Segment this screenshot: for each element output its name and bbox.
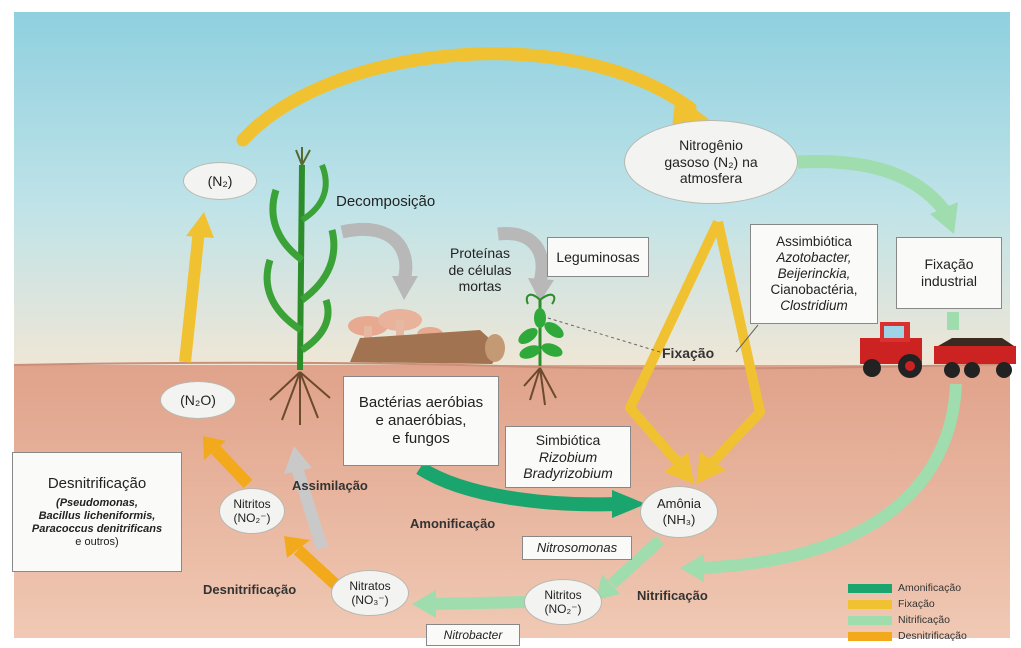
nitritos-left-line-1: Nitritos (233, 497, 270, 511)
n2o-label: (N₂O) (180, 392, 216, 409)
proteinas-line-1: Proteínas (450, 245, 510, 262)
nitratos-line-2: (NO₃⁻) (351, 593, 388, 607)
desnitrificacao-box: Desnitrificação (Pseudomonas, Bacillus l… (12, 452, 182, 572)
desnitrificacao-label: Desnitrificação (203, 582, 296, 597)
nitratos-node: Nitratos (NO₃⁻) (331, 570, 409, 616)
nitrobacter-box: Nitrobacter (426, 624, 520, 646)
fixacao-industrial-line-2: industrial (921, 273, 977, 290)
n2o-node: (N₂O) (160, 381, 236, 419)
legend-item-amonificacao: Amonificação (848, 581, 961, 595)
nitritos-left-node: Nitritos (NO₂⁻) (219, 488, 285, 534)
nitratos-line-1: Nitratos (349, 579, 390, 593)
n2-atmosphere-line-2: gasoso (N₂) na (664, 154, 757, 171)
assimbiotica-organism-3: Cianobactéria, (770, 282, 857, 298)
nitritos-bottom-line-1: Nitritos (544, 588, 581, 602)
fixacao-industrial-line-1: Fixação (924, 256, 973, 273)
desnitrificacao-organism-4: e outros) (75, 536, 118, 549)
legend-swatch-amonificacao (848, 584, 892, 593)
legend-swatch-fixacao (848, 600, 892, 609)
decomposicao-label: Decomposição (336, 193, 435, 210)
amonificacao-label: Amonificação (410, 516, 495, 531)
desnitrificacao-organism-1: (Pseudomonas, (56, 497, 138, 510)
simbiotica-box: Simbiótica Rizobium Bradyrizobium (505, 426, 631, 488)
simbiotica-organism-1: Rizobium (539, 449, 597, 466)
legend-swatch-nitrificacao (848, 616, 892, 625)
n2-atmosphere-line-3: atmosfera (680, 170, 742, 187)
legend-item-desnitrificacao: Desnitrificação (848, 629, 967, 643)
nitritos-bottom-line-2: (NO₂⁻) (545, 602, 582, 616)
simbiotica-title: Simbiótica (536, 432, 601, 449)
proteinas-line-2: de células (448, 262, 511, 279)
fixacao-label: Fixação (662, 345, 714, 361)
n2-atmosphere-line-1: Nitrogênio (679, 137, 743, 154)
assimbiotica-organism-1: Azotobacter, (776, 250, 851, 266)
nitritos-to-nitratos-arrow (432, 602, 525, 604)
proteinas-line-3: mortas (459, 278, 502, 295)
nitritos-left-line-2: (NO₂⁻) (234, 511, 271, 525)
legend-item-fixacao: Fixação (848, 597, 935, 611)
assimbiotica-organism-2: Beijerinckia, (778, 266, 851, 282)
bacterias-line-3: e fungos (392, 430, 450, 448)
legend-item-nitrificacao: Nitrificação (848, 613, 950, 627)
simbiotica-organism-2: Bradyrizobium (523, 465, 612, 482)
amonia-node: Amônia (NH₃) (640, 486, 718, 538)
leguminosas-box: Leguminosas (547, 237, 649, 277)
nitrosomonas-box: Nitrosomonas (522, 536, 632, 560)
bacterias-line-1: Bactérias aeróbias (359, 394, 483, 412)
legend-label-amonificacao: Amonificação (898, 582, 961, 594)
assimbiotica-box: Assimbiótica Azotobacter, Beijerinckia, … (750, 224, 878, 324)
trailer-icon (934, 338, 1016, 378)
amonia-line-1: Amônia (657, 496, 701, 512)
nitrobacter-label: Nitrobacter (444, 628, 503, 642)
fixacao-industrial-box: Fixação industrial (896, 237, 1002, 309)
nitrosomonas-label: Nitrosomonas (537, 540, 617, 556)
desnitrificacao-organism-3: Paracoccus denitrificans (32, 523, 162, 536)
desnitrificacao-organism-2: Bacillus licheniformis, (39, 510, 156, 523)
leguminosas-label: Leguminosas (556, 249, 639, 266)
desnitrificacao-box-title: Desnitrificação (48, 475, 146, 493)
legend-swatch-desnitrificacao (848, 632, 892, 641)
amonia-line-2: (NH₃) (663, 512, 696, 528)
nitrificacao-label: Nitrificação (637, 588, 708, 603)
nitritos-bottom-node: Nitritos (NO₂⁻) (524, 579, 602, 625)
bacterias-box: Bactérias aeróbias e anaeróbias, e fungo… (343, 376, 499, 466)
bacterias-line-2: e anaeróbias, (376, 412, 467, 430)
n2-label: (N₂) (208, 173, 233, 190)
n2-node: (N₂) (183, 162, 257, 200)
legend-label-desnitrificacao: Desnitrificação (898, 630, 967, 642)
assimbiotica-organism-4: Clostridium (780, 298, 848, 314)
legend-label-nitrificacao: Nitrificação (898, 614, 950, 626)
legend-label-fixacao: Fixação (898, 598, 935, 610)
assimilacao-label: Assimilação (292, 478, 368, 493)
assimbiotica-title: Assimbiótica (776, 234, 852, 250)
industrial-connector (947, 312, 959, 330)
n2-atmosphere-node: Nitrogênio gasoso (N₂) na atmosfera (624, 120, 798, 204)
proteinas-box: Proteínas de células mortas (420, 238, 540, 302)
